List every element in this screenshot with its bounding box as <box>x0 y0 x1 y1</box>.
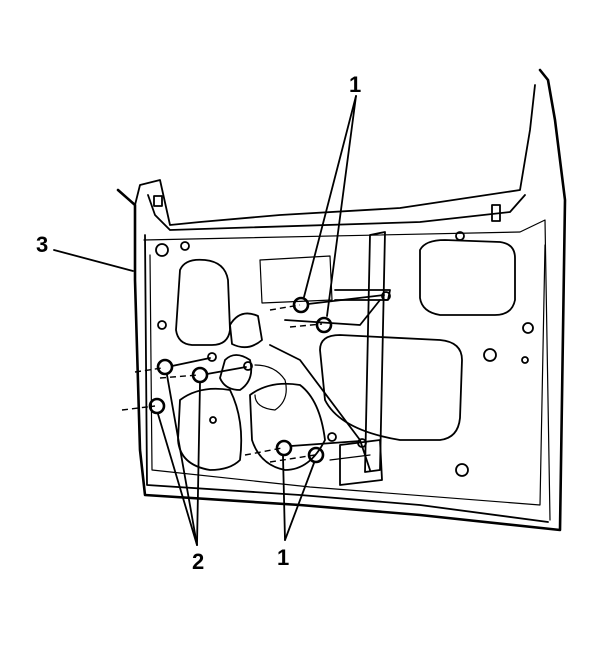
door-frame <box>116 68 567 532</box>
fastener-nut-icon <box>307 446 325 464</box>
panel-openings <box>175 239 516 471</box>
fasteners-1-lower <box>244 432 367 464</box>
callout-label-2: 2 <box>192 549 204 574</box>
callout-label-1-top: 1 <box>349 72 361 97</box>
fasteners-1-upper <box>269 291 391 334</box>
panel-holes <box>153 195 534 477</box>
fastener-nut-icon <box>191 366 209 384</box>
fastener-nut-icon <box>292 296 310 314</box>
fastener-nut-icon <box>156 358 174 376</box>
fastener-nut-icon <box>275 439 293 457</box>
fasteners-2 <box>121 352 253 415</box>
fastener-nut-icon <box>148 397 166 415</box>
leader-lines <box>53 95 357 546</box>
callout-label-3: 3 <box>36 232 48 257</box>
callout-label-1-bottom: 1 <box>277 545 289 570</box>
fastener-nut-icon <box>315 316 333 334</box>
